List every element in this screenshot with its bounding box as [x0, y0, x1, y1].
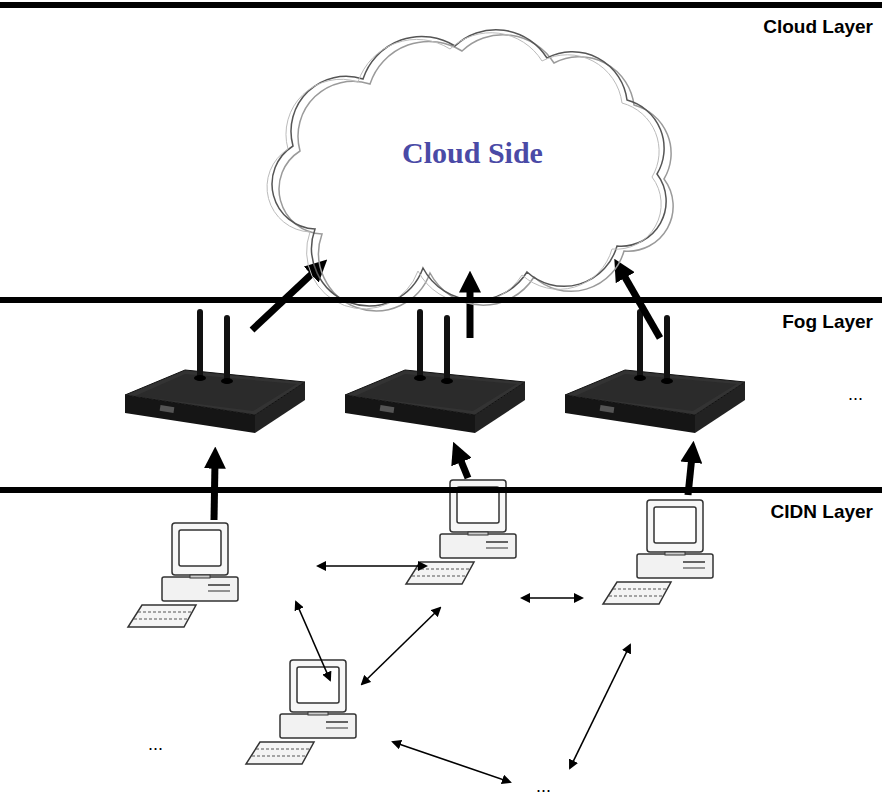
uplink-arrows [214, 270, 692, 520]
router-icon [125, 312, 305, 433]
cloud-label: Cloud Side [402, 136, 543, 170]
peer-links [296, 566, 630, 782]
ellipsis-label: ... [536, 776, 551, 797]
layer-band: Fog Layer [0, 297, 882, 490]
layer-heading: Fog Layer [0, 311, 882, 333]
layer-band: CIDN Layer [0, 487, 882, 803]
computer-icon [128, 523, 238, 627]
cloud-shape: Cloud Side [255, 24, 690, 286]
layer-heading: Cloud Layer [0, 16, 882, 38]
router-icon [345, 312, 525, 433]
ellipsis-label: ... [848, 384, 863, 405]
layer-heading: CIDN Layer [0, 501, 882, 523]
ellipsis-label: ... [148, 734, 163, 755]
computer-icon [246, 660, 356, 764]
computer-icon [406, 480, 516, 584]
computer-icon [603, 500, 713, 604]
layer-band: Cloud LayerCloud Side [0, 2, 882, 300]
